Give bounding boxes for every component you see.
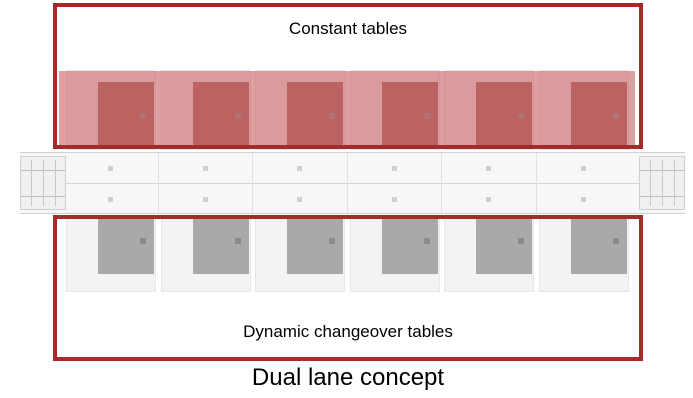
changeover-table-pin [612, 238, 619, 244]
lane-marker [297, 166, 302, 171]
constant-tables-box [53, 3, 643, 149]
module-separator [252, 153, 253, 213]
changeover-table [287, 218, 343, 274]
lane-marker [391, 197, 397, 202]
constant-tables-label: Constant tables [288, 19, 408, 38]
changeover-table-pin [423, 238, 430, 244]
lane-marker [108, 197, 113, 202]
module-separator [535, 153, 537, 213]
right-end-unit [639, 156, 685, 210]
lane-marker [297, 197, 302, 202]
module-separator [346, 153, 348, 213]
changeover-table [381, 218, 438, 274]
lane-marker [580, 197, 586, 202]
dynamic-changeover-tables-box [53, 215, 643, 361]
changeover-table [98, 218, 154, 274]
diagram-caption: Dual lane concept [251, 364, 445, 391]
changeover-table-pin [518, 238, 524, 244]
left-end-unit [20, 156, 66, 210]
changeover-table-pin [234, 238, 241, 244]
lane-divider [20, 183, 685, 184]
lane-marker [486, 197, 491, 202]
dynamic-changeover-tables-label: Dynamic changeover tables [243, 322, 453, 341]
changeover-table [476, 218, 532, 274]
lane-marker [108, 166, 113, 171]
changeover-table [570, 218, 627, 274]
changeover-table-pin [329, 238, 335, 244]
module-separator [441, 153, 442, 213]
changeover-table-pin [140, 238, 146, 244]
lane-marker [486, 166, 491, 171]
lane-marker [580, 166, 586, 171]
lane-marker [202, 166, 208, 171]
lane-marker [391, 166, 397, 171]
changeover-table [192, 218, 249, 274]
lane-marker [202, 197, 208, 202]
constant-tables-highlight [59, 71, 635, 148]
module-separator [157, 153, 159, 213]
